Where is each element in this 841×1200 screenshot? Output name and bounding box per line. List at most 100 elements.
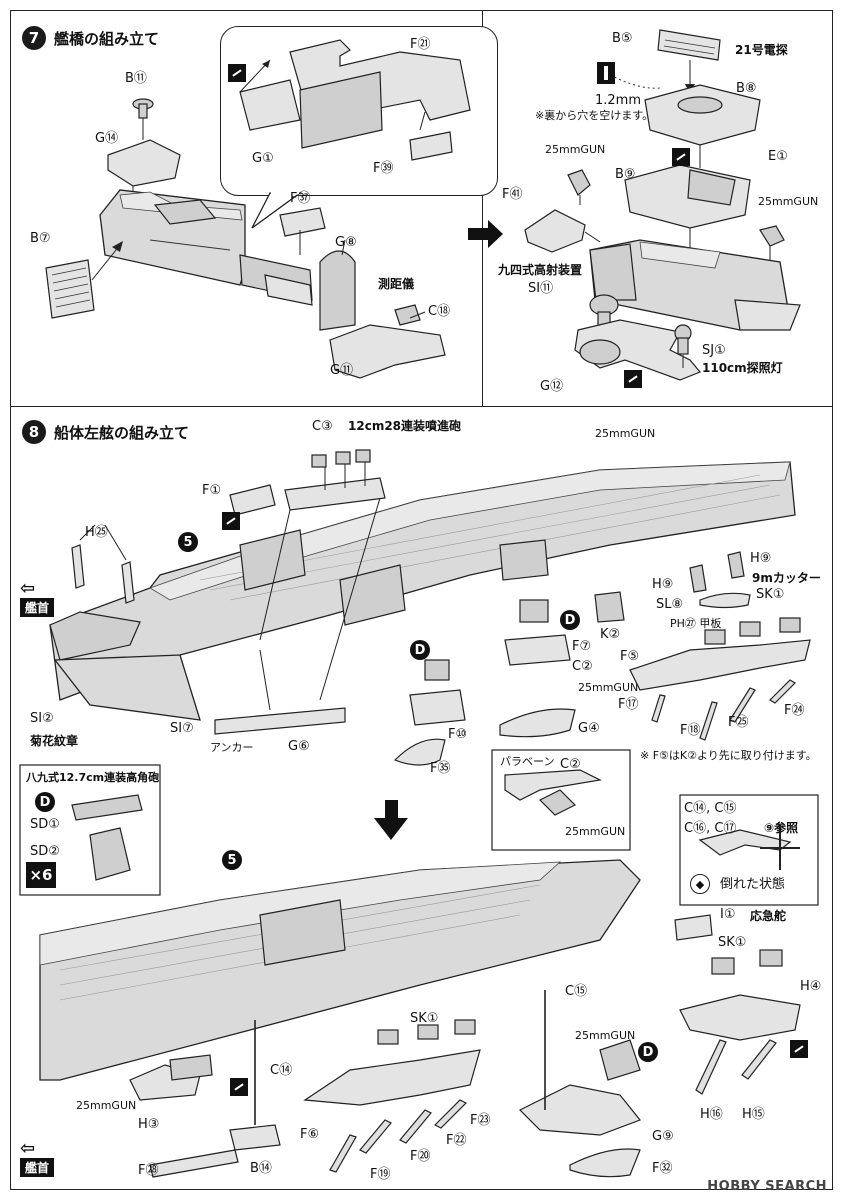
label-c15: C⑮ (565, 984, 588, 999)
label-g11: G⑪ (330, 363, 354, 378)
label-c18: C⑱ (428, 304, 451, 319)
label-g4: G④ (578, 721, 600, 736)
label-sl8: SL⑧ (656, 597, 684, 612)
label-c2b: C② (560, 757, 581, 772)
label-g12: G⑫ (540, 379, 564, 394)
label-bow: 艦首 (20, 598, 55, 617)
label-searchlight: 110cm探照灯 (702, 361, 783, 375)
glue-icon (672, 148, 690, 166)
label-h3: H③ (138, 1117, 160, 1132)
label-b5: B⑤ (612, 31, 633, 46)
multiplier-badge: ×6 (26, 862, 56, 888)
label-note-f5: ※ F⑤はK②より先に取り付けます。 (640, 749, 817, 762)
label-emergency-rudder: 応急舵 (750, 909, 787, 923)
label-f21: F㉑ (410, 37, 431, 52)
label-b7: B⑦ (30, 231, 51, 246)
label-gun2: 25mmGUN (758, 195, 819, 208)
label-c2: C② (572, 659, 593, 674)
label-f1: F① (202, 483, 222, 498)
label-si2: SI② (30, 711, 54, 726)
label-gun1: 25mmGUN (545, 143, 606, 156)
label-gun-mid: 25mmGUN (578, 681, 639, 694)
marker-d-2: D (410, 640, 430, 660)
label-si11: SI⑪ (528, 281, 554, 296)
label-c14c15: C⑭, C⑮ (684, 801, 737, 816)
label-gun-low2: 25mmGUN (575, 1029, 636, 1042)
label-g1: G① (252, 151, 274, 166)
step8-title: 船体左舷の組み立て (54, 423, 190, 442)
label-sk1c: SK① (410, 1011, 439, 1026)
label-h4: H④ (800, 979, 822, 994)
label-f24: F㉔ (784, 703, 805, 718)
label-h25: H㉕ (85, 525, 108, 540)
marker-5-upper: 5 (178, 532, 198, 552)
label-h16: H⑯ (700, 1107, 723, 1122)
label-gun-para: 25mmGUN (565, 825, 626, 838)
label-paravane: パラベーン (500, 755, 555, 768)
label-f32: F㉜ (652, 1161, 673, 1176)
label-f37: F㊲ (290, 191, 311, 206)
label-h15: H⑮ (742, 1107, 765, 1122)
label-b11: B⑪ (125, 71, 147, 86)
label-drill-note: ※裏から穴を空けます。 (535, 109, 654, 122)
label-turret-12cm: 12cm28連装噴進砲 (348, 419, 462, 433)
label-f20: F⑳ (410, 1149, 431, 1164)
glue-icon (624, 370, 642, 388)
label-f5: F⑤ (620, 649, 640, 664)
label-c14: C⑭ (270, 1063, 293, 1078)
label-rangefinder: 測距儀 (378, 277, 415, 291)
glue-icon (230, 1078, 248, 1096)
label-f22: F㉒ (446, 1133, 467, 1148)
label-f17: F⑰ (618, 697, 639, 712)
glue-icon (222, 512, 240, 530)
label-f10: F⑩ (448, 727, 468, 742)
label-f18: F⑱ (680, 723, 701, 738)
label-anchor: アンカー (210, 741, 254, 754)
step8-number: 8 (22, 420, 46, 444)
label-b9: B⑨ (615, 167, 636, 182)
marker-d-3: D (35, 792, 55, 812)
drill-icon (597, 62, 615, 84)
label-k2: K② (600, 627, 621, 642)
label-g14: G⑭ (95, 131, 119, 146)
label-g8: G⑧ (335, 235, 357, 250)
label-b8: B⑧ (736, 81, 757, 96)
label-sj1: SJ① (702, 343, 726, 358)
label-si7: SI⑦ (170, 721, 194, 736)
label-f23: F㉓ (470, 1113, 491, 1128)
label-h9a: H⑨ (652, 577, 674, 592)
step7-title: 艦橋の組み立て (54, 29, 160, 48)
label-f35: F㉟ (430, 761, 451, 776)
label-c16c17: C⑯, C⑰ (684, 821, 737, 836)
label-f39: F㊴ (373, 161, 394, 176)
step7-number: 7 (22, 26, 46, 50)
label-e1: E① (768, 149, 788, 164)
label-ph27: PH㉗ 甲板 (670, 617, 722, 630)
step8-header: 8 船体左舷の組み立て (22, 420, 189, 444)
label-cutter: 9mカッター (752, 571, 821, 585)
label-sd2: SD② (30, 844, 60, 859)
label-ref9: ⑨参照 (764, 821, 799, 835)
glue-icon (790, 1040, 808, 1058)
watermark: HOBBY SEARCH (707, 1179, 827, 1194)
label-c3: C③ (312, 419, 333, 434)
marker-d-1: D (560, 610, 580, 630)
label-f7: F⑦ (572, 639, 592, 654)
label-i1: I① (720, 907, 736, 922)
label-sd1: SD① (30, 817, 60, 832)
label-g9: G⑨ (652, 1129, 674, 1144)
bow-indicator-upper: ⇦ 艦首 (20, 580, 55, 617)
label-radar: 21号電探 (735, 43, 788, 57)
label-gun-top: 25mmGUN (595, 427, 656, 440)
fallen-icon: ◆ (690, 874, 710, 894)
step7-header: 7 艦橋の組み立て (22, 26, 159, 50)
label-aa-gun: 八九式12.7cm連装高角砲 (26, 771, 160, 784)
label-f41: F㊶ (502, 187, 523, 202)
label-h9b: H⑨ (750, 551, 772, 566)
label-fallen: 倒れた状態 (720, 877, 786, 892)
label-gun-low: 25mmGUN (76, 1099, 137, 1112)
bow-indicator-lower: ⇦ 艦首 (20, 1140, 55, 1177)
glue-icon (228, 64, 246, 82)
